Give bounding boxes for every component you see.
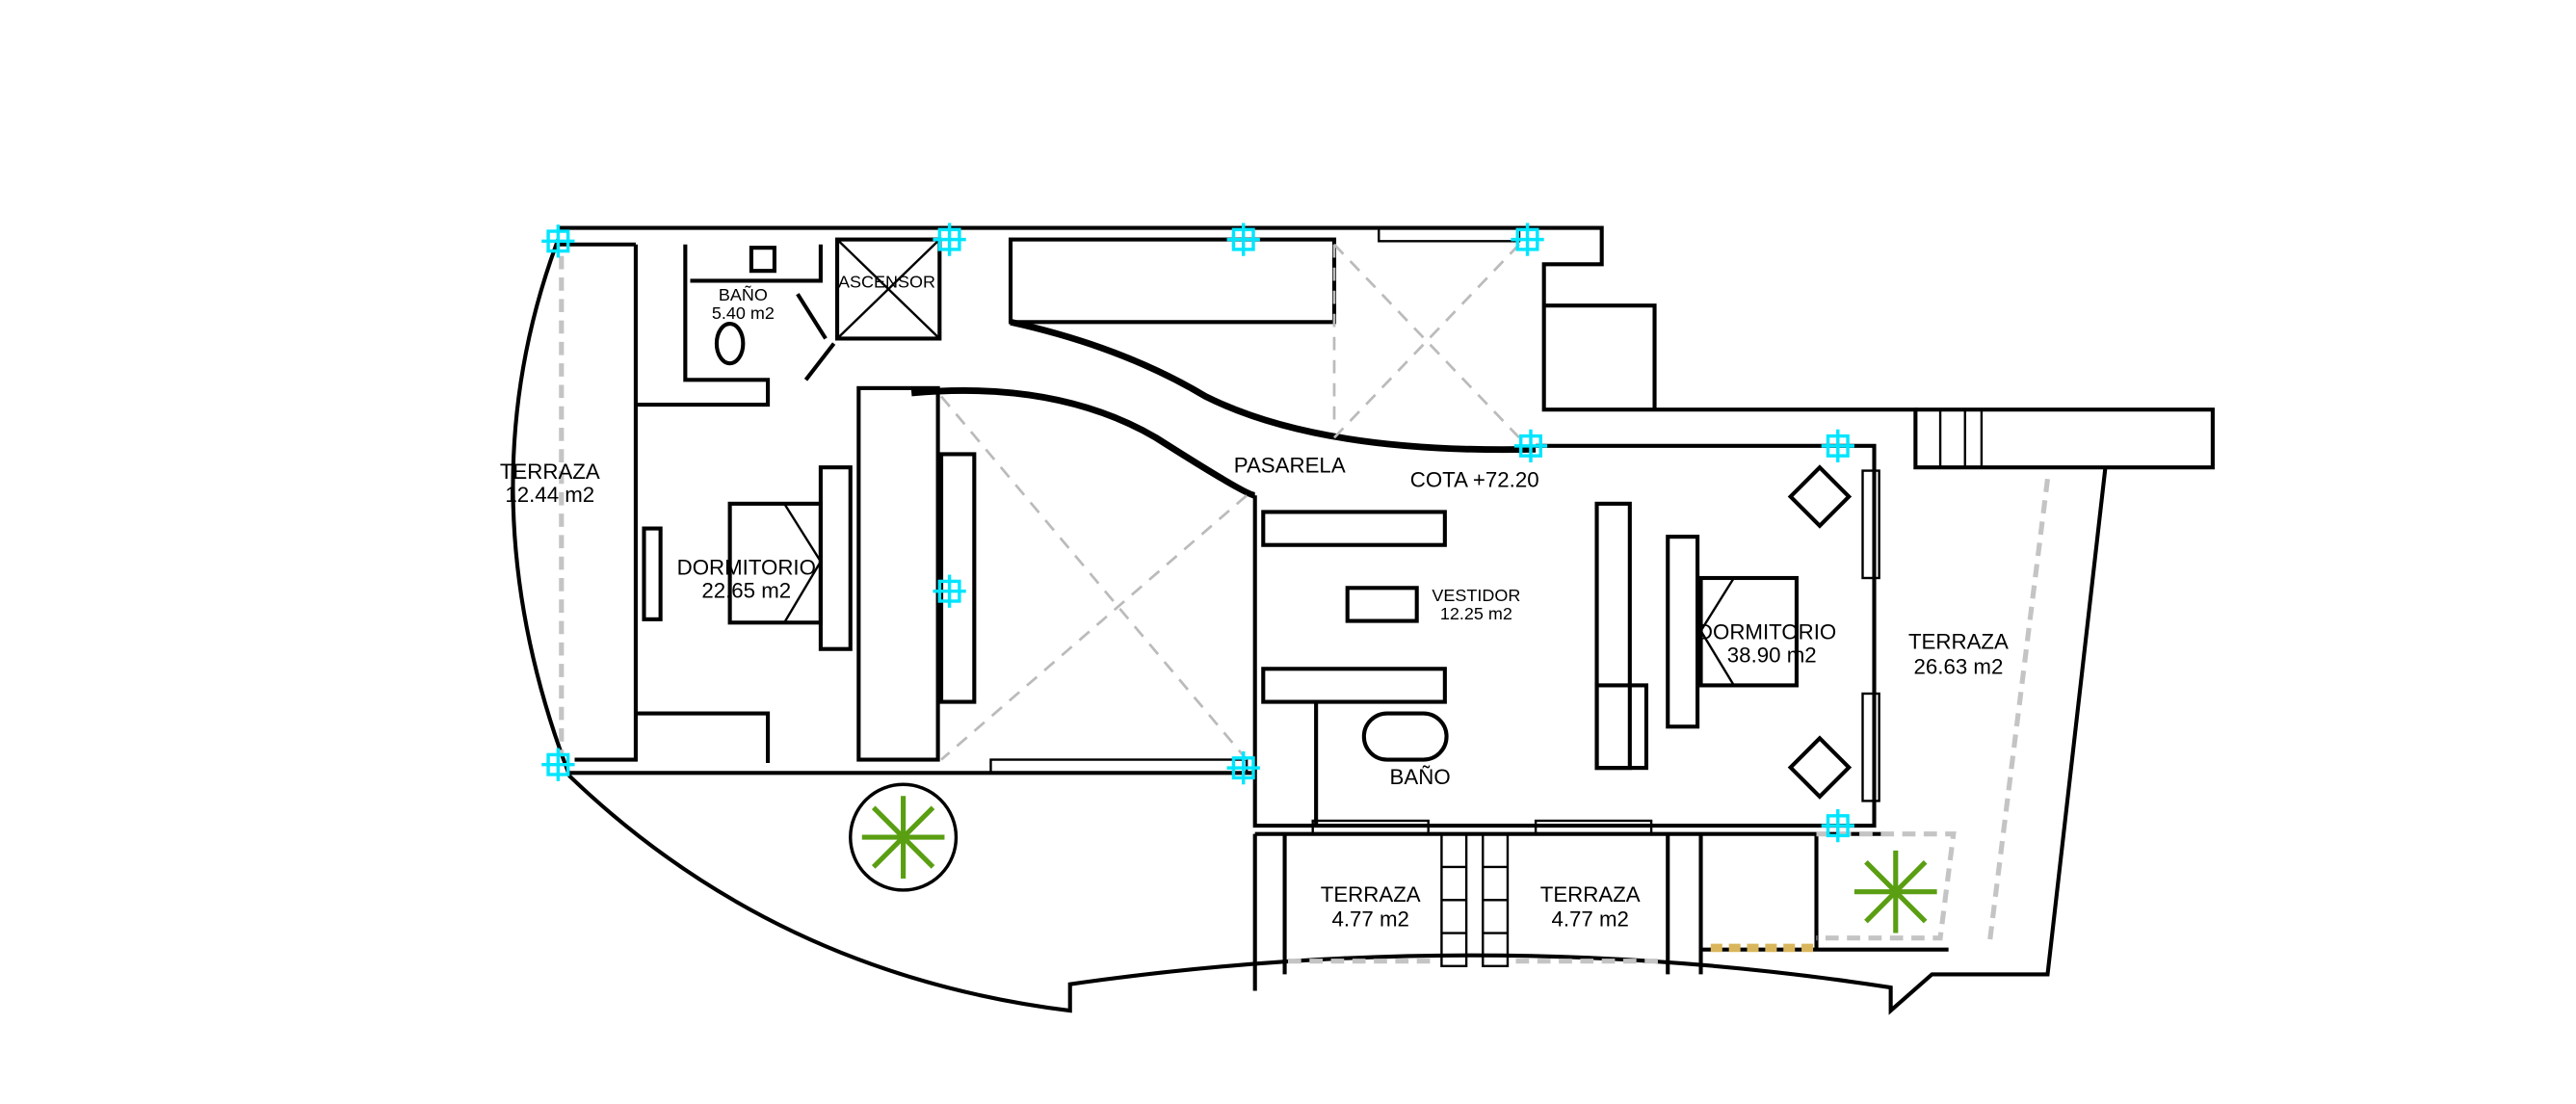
tree-icon xyxy=(849,782,959,892)
room-area: 22.65 m2 xyxy=(701,579,791,603)
room-name: TERRAZA xyxy=(1908,630,2009,654)
room-name: BAÑO xyxy=(1390,765,1451,789)
grid-markers xyxy=(541,223,1854,843)
room-name: DORMITORIO xyxy=(1697,619,1836,644)
tree-icon xyxy=(1853,850,1937,933)
room-area: 5.40 m2 xyxy=(712,303,775,323)
room-name: PASARELA xyxy=(1234,453,1346,477)
room-name: DORMITORIO xyxy=(677,556,816,580)
room-name: TERRAZA xyxy=(500,460,600,484)
room-name: TERRAZA xyxy=(1540,882,1641,907)
room-area: 12.44 m2 xyxy=(505,483,594,507)
room-name: VESTIDOR xyxy=(1432,586,1520,605)
room-name: TERRAZA xyxy=(1321,882,1421,907)
room-area: 26.63 m2 xyxy=(1914,654,2004,678)
room-area: 4.77 m2 xyxy=(1551,907,1628,932)
staircase-top xyxy=(1008,237,1337,325)
level-label: COTA +72.20 xyxy=(1410,468,1539,492)
void-markers xyxy=(559,243,2051,964)
staircase-left xyxy=(856,385,977,762)
room-name: BAÑO xyxy=(719,284,768,304)
room-area: 12.25 m2 xyxy=(1440,604,1512,623)
room-name: ASCENSOR xyxy=(838,272,935,291)
room-area: 4.77 m2 xyxy=(1331,907,1408,932)
room-area: 38.90 m2 xyxy=(1727,643,1817,667)
room-labels: TERRAZA 12.44 m2 BAÑO 5.40 m2 ASCENSOR D… xyxy=(500,272,2009,931)
